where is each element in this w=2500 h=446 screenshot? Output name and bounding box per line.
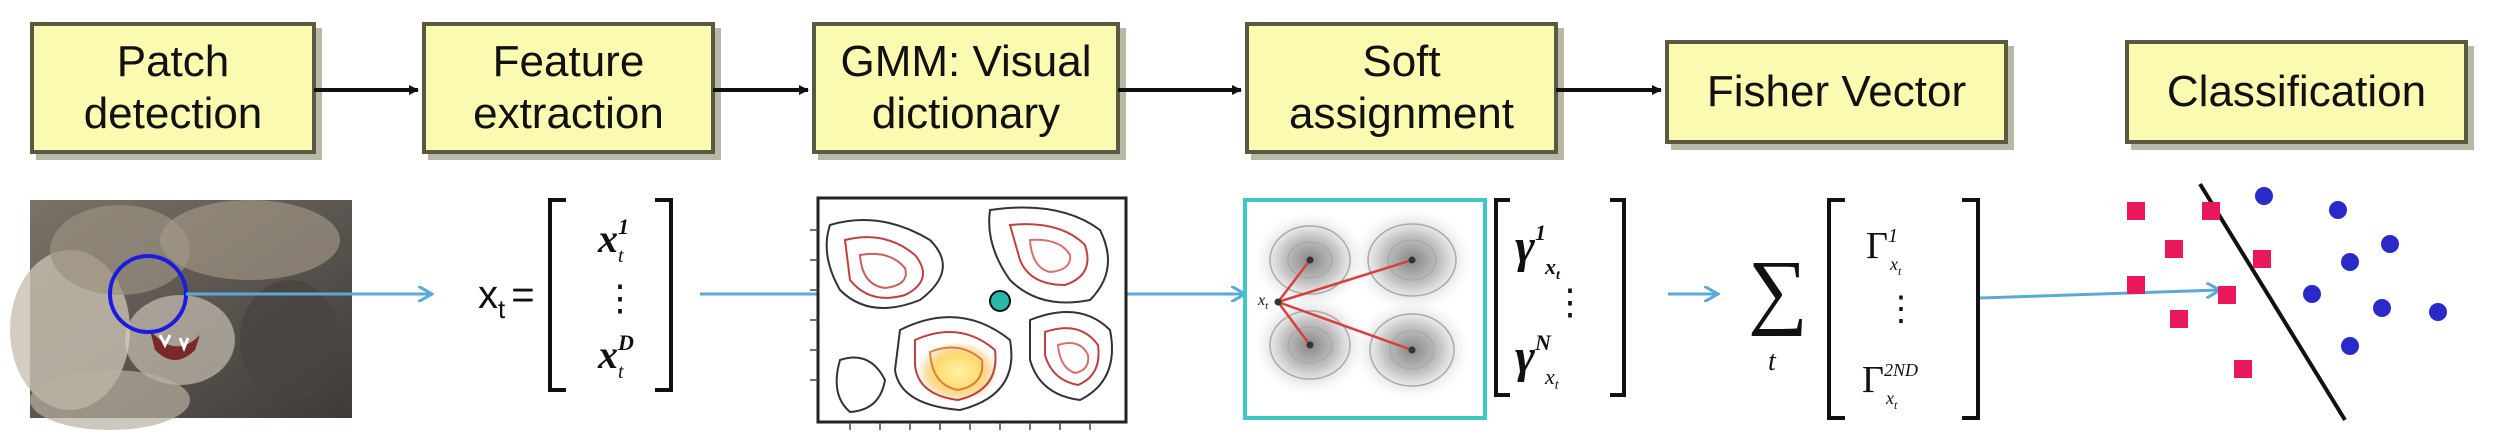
feature-bottom: xD	[597, 330, 634, 377]
stage-label: Soft assignment	[1288, 37, 1514, 138]
fisher-sum: ∑	[1748, 244, 1808, 337]
flow-arrow-5	[1979, 290, 2220, 300]
stage-fisher-vector: Fisher Vector	[1665, 40, 2008, 144]
stage-gmm-visual-dictionary: GMM: Visual dictionary	[812, 22, 1120, 154]
fisher-top-sub: xt	[1889, 254, 1902, 278]
feature-lhs: xt=	[478, 273, 535, 324]
fisher-bottom-sub: xt	[1885, 388, 1898, 412]
feature-bracket-right	[655, 198, 673, 392]
stage-label: Fisher Vector	[1706, 67, 1967, 116]
stage-soft-assignment: Soft assignment	[1245, 22, 1558, 154]
class-a-point	[2253, 250, 2271, 268]
class-b-point	[2429, 303, 2447, 321]
stage-classification: Classification	[2125, 40, 2468, 144]
soft-point-label: xt	[1257, 292, 1269, 312]
stage-label: Patch detection	[83, 37, 263, 138]
fisher-vector: ∑ t Γ1 xt ⋮ Γ2ND xt	[1748, 198, 1980, 420]
class-a-point	[2234, 360, 2252, 378]
stage-patch-detection: Patch detection	[30, 22, 316, 154]
soft-top: γ1	[1515, 220, 1546, 273]
class-b-point	[2329, 201, 2347, 219]
fisher-sum-sub: t	[1768, 346, 1777, 377]
class-a-point	[2127, 202, 2145, 220]
decision-boundary	[2198, 182, 2347, 422]
soft-bottom-sub: xt	[1544, 364, 1560, 393]
class-b-points	[2255, 187, 2447, 355]
class-b-point	[2341, 337, 2359, 355]
fisher-dots: ⋮	[1884, 291, 1918, 328]
feature-top: x1	[597, 214, 629, 261]
fisher-top: Γ1	[1866, 225, 1898, 267]
class-b-point	[2303, 285, 2321, 303]
class-a-point	[2170, 310, 2188, 328]
stage-label: Classification	[2166, 67, 2427, 116]
classification-plot	[2127, 182, 2447, 422]
feature-vector: xt= x1 t ⋮ xD t	[478, 198, 673, 392]
stage-label: GMM: Visual dictionary	[840, 37, 1092, 138]
gmm-point	[989, 290, 1011, 312]
class-a-point	[2165, 240, 2183, 258]
gmm-contour-plot	[810, 196, 1128, 430]
class-b-point	[2381, 235, 2399, 253]
soft-bottom: γN	[1515, 330, 1552, 383]
soft-assignment-panel: xt	[1243, 198, 1487, 420]
class-a-point	[2127, 276, 2145, 294]
class-a-point	[2218, 286, 2236, 304]
fisher-bottom: Γ2ND	[1862, 359, 1918, 401]
feature-bracket-left	[548, 198, 566, 392]
feature-top-sub: t	[618, 245, 624, 267]
class-b-point	[2373, 299, 2391, 317]
class-a-points	[2127, 202, 2271, 378]
soft-bracket-left	[1494, 198, 1510, 397]
soft-vector: γ1 xt ⋮ γN xt	[1494, 198, 1626, 397]
class-b-point	[2341, 253, 2359, 271]
soft-dots: ⋮	[1552, 282, 1588, 322]
feature-bottom-sub: t	[618, 361, 624, 383]
soft-top-sub: xt	[1544, 254, 1561, 283]
feature-dots: ⋮	[602, 278, 638, 318]
class-b-point	[2255, 187, 2273, 205]
soft-bracket-right	[1610, 198, 1626, 397]
class-a-point	[2202, 202, 2220, 220]
fisher-bracket-right	[1962, 198, 1980, 420]
fisher-bracket-left	[1827, 198, 1845, 420]
cat-image	[10, 200, 352, 430]
stage-label: Feature extraction	[473, 37, 664, 138]
